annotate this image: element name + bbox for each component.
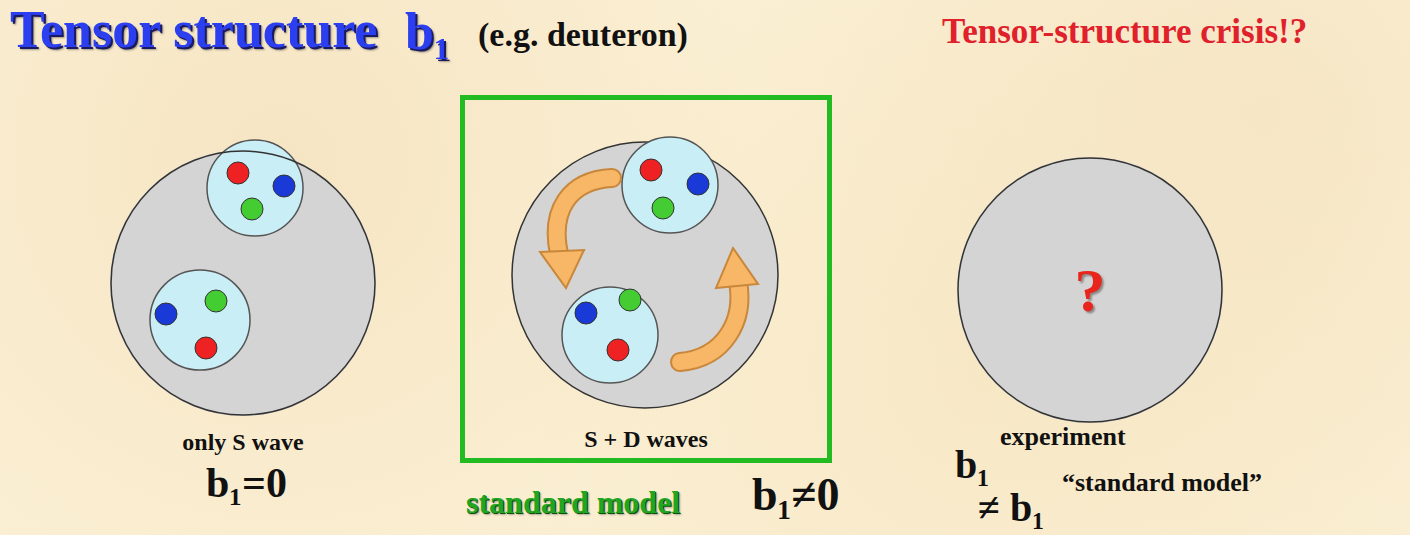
- subtitle: (e.g. deuteron): [478, 18, 688, 52]
- quark: [652, 197, 674, 219]
- question-mark: ?: [1075, 259, 1106, 321]
- nucleus-fill: [957, 157, 1223, 423]
- quark: [195, 337, 217, 359]
- nucleon: [207, 140, 303, 236]
- superscript: “standard model”: [1062, 470, 1262, 496]
- rotation-arrow: [557, 178, 612, 258]
- rotation-arrow: [680, 282, 739, 362]
- quark: [241, 198, 263, 220]
- formula: b₁: [955, 445, 989, 485]
- title-symbol: b₁: [405, 6, 450, 58]
- nucleon: [562, 287, 658, 383]
- formula: b₁≠0: [752, 472, 840, 518]
- title: Tensor structure: [10, 4, 377, 56]
- box-outline: [463, 98, 830, 461]
- quark: [619, 289, 641, 311]
- quark: [687, 173, 709, 195]
- formula: ≠ b₁: [978, 488, 1044, 528]
- quark: [227, 162, 249, 184]
- quark: [575, 302, 597, 324]
- circle-outline: [110, 150, 376, 416]
- node-caption: only S wave: [182, 430, 303, 454]
- model-label: standard model: [466, 486, 680, 518]
- headline: Tensor-structure crisis!?: [942, 14, 1307, 49]
- rotation-arrow: [557, 178, 612, 258]
- quark: [205, 290, 227, 312]
- nucleon: [622, 137, 718, 233]
- quark: [273, 175, 295, 197]
- arrow-head: [540, 250, 584, 288]
- quark: [607, 339, 629, 361]
- rotation-arrow: [680, 282, 739, 362]
- arrow-head: [716, 248, 758, 288]
- quark: [155, 303, 177, 325]
- highlight-box: S + D waves: [460, 95, 832, 463]
- nucleus-circle: only S wave: [110, 150, 376, 416]
- nucleon: [150, 270, 250, 370]
- box-outline: [460, 95, 832, 463]
- quark: [640, 159, 662, 181]
- formula: b₁=0: [206, 462, 287, 504]
- circle-outline: [111, 151, 375, 415]
- node-caption: S + D waves: [584, 427, 708, 451]
- superscript: experiment: [1000, 424, 1126, 450]
- circle-outline: [958, 158, 1222, 422]
- nucleus-circle: ?: [957, 157, 1223, 423]
